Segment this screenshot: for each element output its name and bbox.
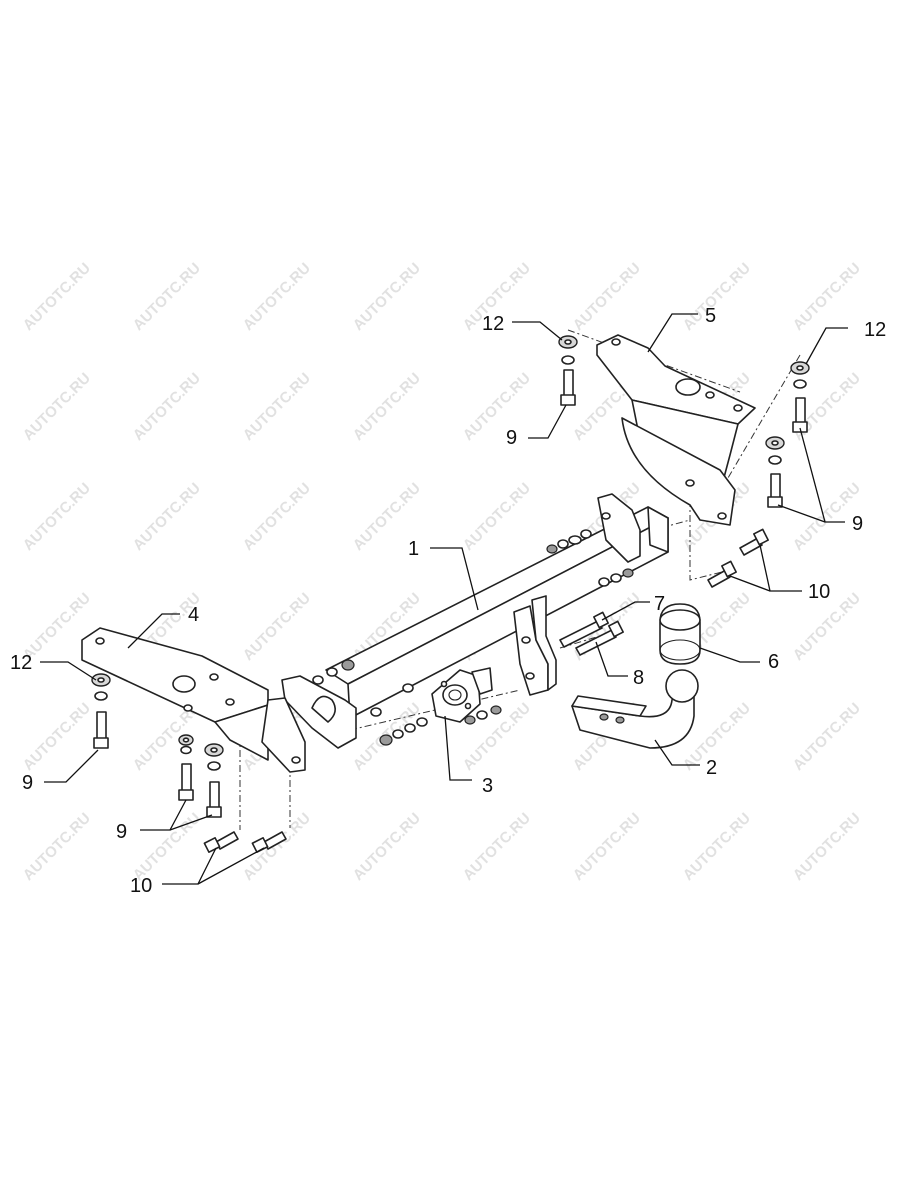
watermark-text: AUTOTC.RU xyxy=(20,370,94,444)
watermark-text: AUTOTC.RU xyxy=(680,260,754,334)
crossbar-beam xyxy=(261,493,669,773)
tow-ball xyxy=(571,669,699,749)
leader-lines xyxy=(40,313,848,885)
nut-washer-stack-upper xyxy=(546,529,634,587)
callout-12-left: 12 xyxy=(10,652,32,674)
bolt-stack-left-outer xyxy=(91,673,111,749)
watermark-text: AUTOTC.RU xyxy=(130,370,204,444)
callout-7: 7 xyxy=(654,593,665,615)
callout-6: 6 xyxy=(768,651,779,673)
watermark-text: AUTOTC.RU xyxy=(240,810,314,884)
watermark-text: AUTOTC.RU xyxy=(130,260,204,334)
callout-10-right: 10 xyxy=(808,581,830,603)
callout-9-top: 9 xyxy=(506,427,517,449)
callout-4: 4 xyxy=(188,604,199,626)
watermark-text: AUTOTC.RU xyxy=(130,480,204,554)
watermark-text: AUTOTC.RU xyxy=(790,260,864,334)
left-bracket xyxy=(81,627,269,761)
bolt-stack-top-left xyxy=(558,335,578,406)
bolt-stack-left-inner-2 xyxy=(204,743,224,818)
callout-3: 3 xyxy=(482,775,493,797)
watermark-text: AUTOTC.RU xyxy=(20,700,94,774)
watermark-text: AUTOTC.RU xyxy=(460,480,534,554)
watermark-text: AUTOTC.RU xyxy=(130,810,204,884)
watermark-text: AUTOTC.RU xyxy=(460,370,534,444)
long-bolt-7 xyxy=(559,611,609,648)
watermark-text: AUTOTC.RU xyxy=(240,590,314,664)
callout-2: 2 xyxy=(706,757,717,779)
callout-9-left: 9 xyxy=(22,772,33,794)
callout-1: 1 xyxy=(408,538,419,560)
callout-12-right: 12 xyxy=(864,319,886,341)
watermark-text: AUTOTC.RU xyxy=(460,810,534,884)
callout-12-top: 12 xyxy=(482,313,504,335)
callout-labels: 1 2 3 4 5 6 7 8 9 9 9 9 10 10 12 12 12 xyxy=(10,305,886,897)
right-bracket xyxy=(596,334,756,526)
ball-cover xyxy=(659,603,701,665)
bolt-stack-mid-right xyxy=(765,436,785,508)
watermark-text: AUTOTC.RU xyxy=(240,480,314,554)
callout-9-left-inner: 9 xyxy=(116,821,127,843)
watermark-text: AUTOTC.RU xyxy=(790,810,864,884)
bolt-stack-top-right xyxy=(790,361,810,433)
socket-plate xyxy=(431,667,493,723)
watermark-text: AUTOTC.RU xyxy=(790,700,864,774)
watermark-text: AUTOTC.RU xyxy=(570,810,644,884)
callout-10-left: 10 xyxy=(130,875,152,897)
watermark-text: AUTOTC.RU xyxy=(240,370,314,444)
watermark-layer: AUTOTC.RU AUTOTC.RU AUTOTC.RU AUTOTC.RU AUTO… xyxy=(20,260,864,884)
nut-washer-stack-left xyxy=(312,659,502,746)
bolt-stack-left-inner-1 xyxy=(178,734,194,801)
callout-8: 8 xyxy=(633,667,644,689)
watermark-text: AUTOTC.RU xyxy=(20,260,94,334)
watermark-text: AUTOTC.RU xyxy=(240,260,314,334)
watermark-text: AUTOTC.RU xyxy=(680,810,754,884)
callout-9-right: 9 xyxy=(852,513,863,535)
watermark-text: AUTOTC.RU xyxy=(570,260,644,334)
watermark-text: AUTOTC.RU xyxy=(350,810,424,884)
bolt-pair-right xyxy=(707,528,769,588)
watermark-text: AUTOTC.RU xyxy=(20,480,94,554)
callout-5: 5 xyxy=(705,305,716,327)
watermark-text: AUTOTC.RU xyxy=(350,260,424,334)
watermark-text: AUTOTC.RU xyxy=(350,370,424,444)
watermark-text: AUTOTC.RU xyxy=(20,810,94,884)
